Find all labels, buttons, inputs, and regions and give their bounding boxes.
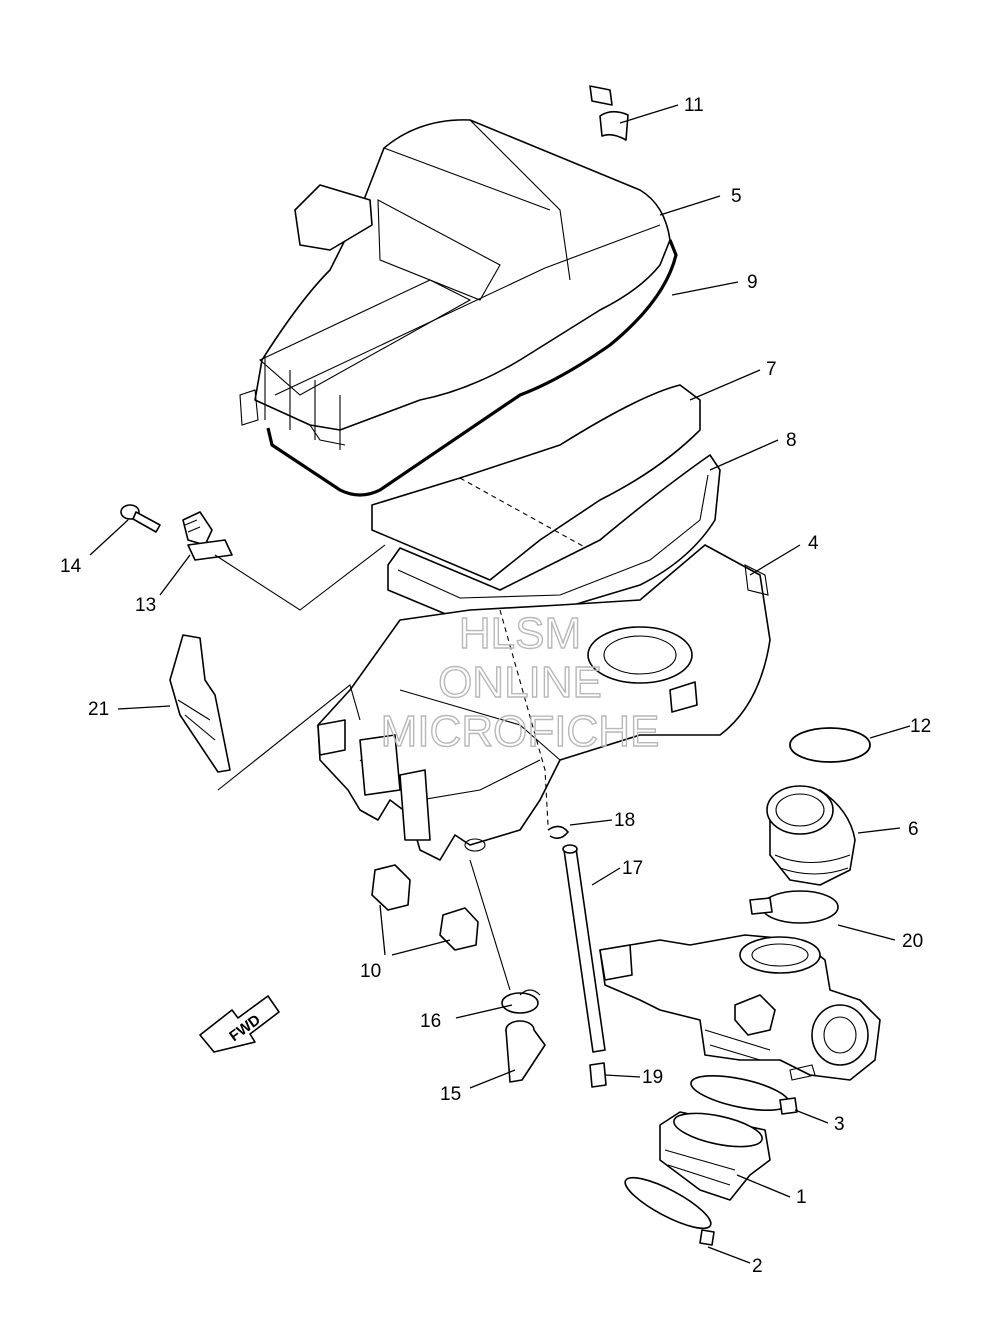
- callout-21: 21: [88, 699, 109, 720]
- callout-1: 1: [796, 1187, 807, 1208]
- part-3-clamp: [690, 1075, 798, 1115]
- callout-5: 5: [731, 186, 742, 207]
- callout-12: 12: [910, 716, 931, 737]
- callout-20: 20: [902, 931, 923, 952]
- callout-18: 18: [614, 810, 635, 831]
- callout-3: 3: [834, 1114, 845, 1135]
- callout-10: 10: [360, 961, 381, 982]
- callout-13: 13: [135, 595, 156, 616]
- part-5-case-cover: [239, 119, 671, 450]
- callout-11: 11: [684, 95, 704, 116]
- part-9-seal: [266, 239, 678, 497]
- callout-8: 8: [786, 430, 797, 451]
- part-16-clip: [501, 989, 541, 1014]
- leader-bracket-to-case: [217, 684, 361, 791]
- leader-cap-to-case: [469, 859, 511, 991]
- callout-19: 19: [642, 1067, 663, 1088]
- callout-4: 4: [808, 533, 819, 554]
- part-6-joint: [766, 785, 856, 886]
- watermark-line-3: MICROFICHE: [381, 707, 660, 756]
- fwd-arrow-icon: FWD: [199, 995, 280, 1053]
- part-18-clip: [547, 825, 570, 840]
- part-2-clamp: [624, 1176, 715, 1246]
- part-4-filter-case: [317, 544, 771, 861]
- part-14-screw: [120, 504, 161, 533]
- part-8-gasket: [387, 454, 721, 621]
- watermark-line-1: HLSM: [459, 609, 581, 658]
- part-19-plug: [589, 1062, 607, 1088]
- part-11-label: [589, 85, 629, 141]
- part-10-dampers: [371, 864, 479, 951]
- callout-leaders: [89, 104, 911, 1264]
- callout-2: 2: [752, 1256, 763, 1277]
- part-17-hose: [562, 844, 606, 1053]
- part-15-cap: [505, 1020, 546, 1083]
- part-12-o-ring: [789, 727, 871, 763]
- part-7-filter-element: [371, 384, 701, 581]
- watermark: HLSM ONLINE MICROFICHE: [380, 608, 660, 756]
- callout-9: 9: [747, 272, 758, 293]
- callout-14: 14: [60, 556, 82, 577]
- part-21-bracket: [169, 634, 231, 773]
- hose-routing-line: [499, 609, 549, 826]
- part-13-sensor: [182, 511, 233, 561]
- part-1-joint: [659, 1111, 771, 1201]
- callout-6: 6: [908, 819, 919, 840]
- callout-17: 17: [622, 858, 643, 879]
- part-20-clamp: [749, 890, 839, 924]
- leader-sensor-to-case: [214, 544, 386, 611]
- callout-16: 16: [420, 1011, 441, 1032]
- callout-15: 15: [440, 1084, 461, 1105]
- watermark-line-2: ONLINE: [438, 658, 602, 707]
- callout-7: 7: [766, 359, 777, 380]
- throttle-body: [599, 934, 881, 1081]
- callout-numbers: 11 5 9 7 8 4 12 6 20 3 1 2 18 17 19 14 1…: [60, 95, 931, 1277]
